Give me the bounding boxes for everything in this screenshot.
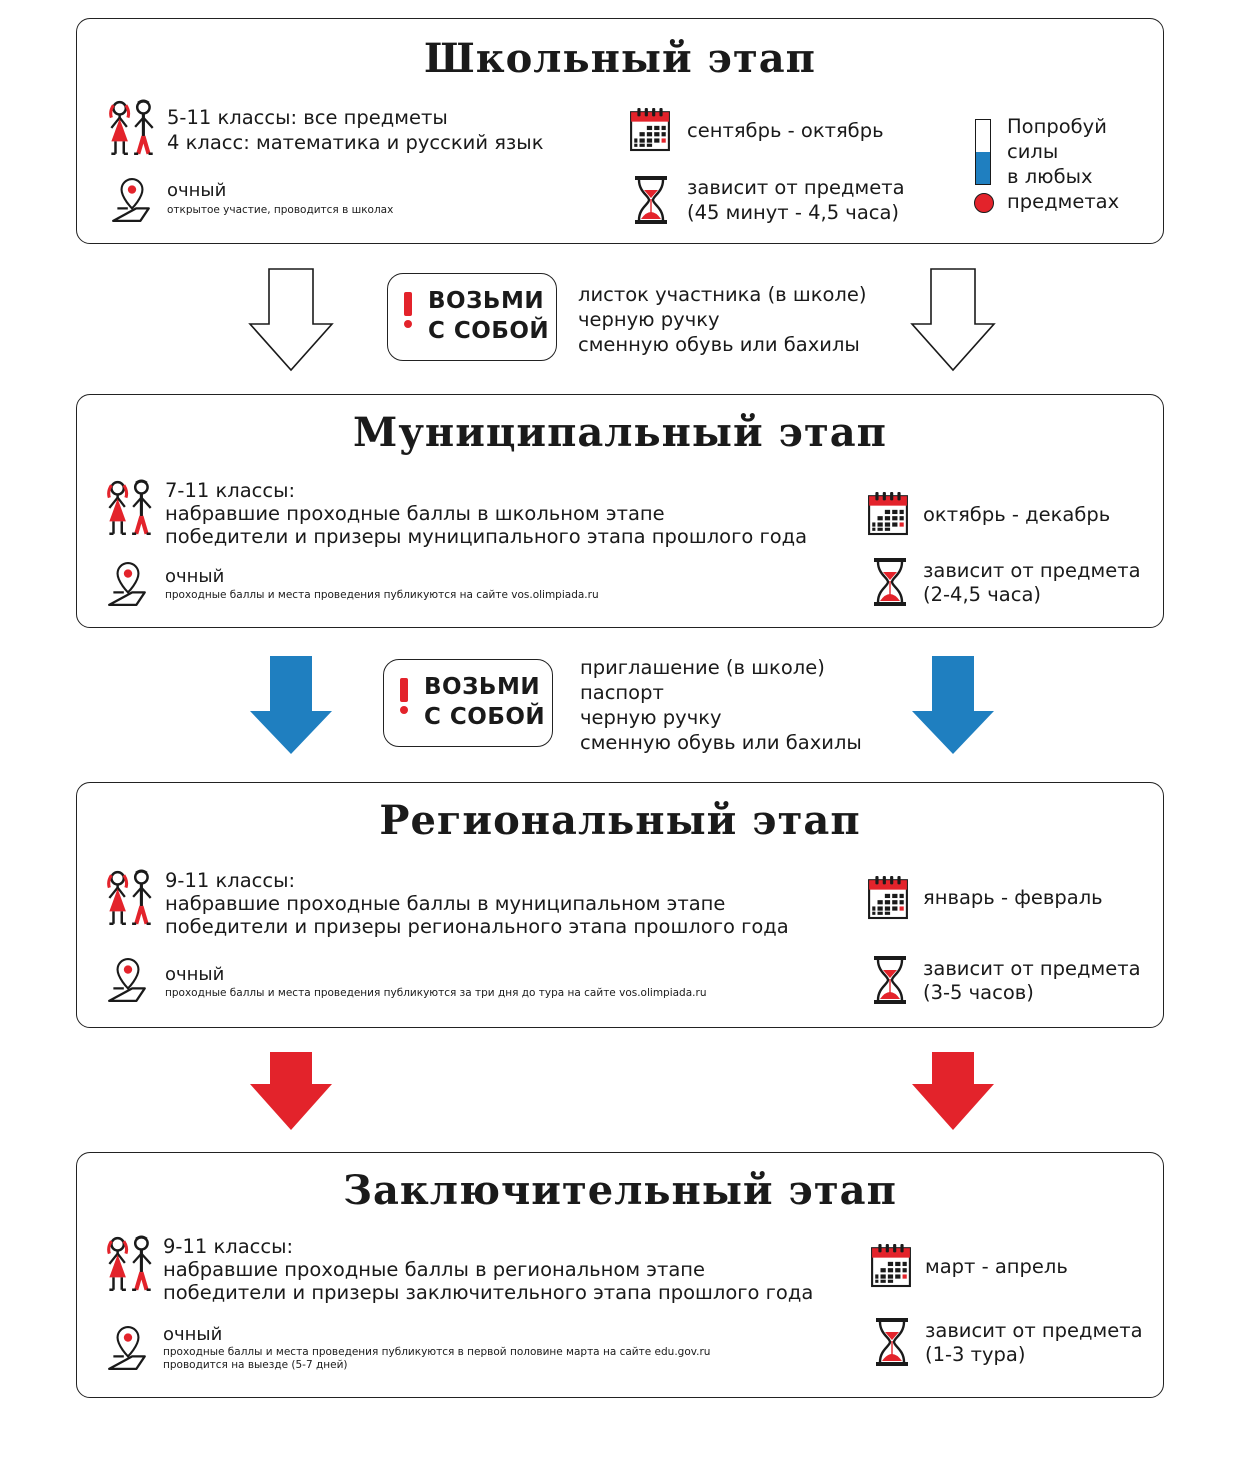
format-label: очный [165,566,225,587]
calendar-icon [867,873,909,921]
participants-line: победители и призеры регионального этапа… [165,915,789,938]
kids-icon [103,479,155,541]
location-pin-icon [107,1325,149,1371]
bring-item: листок участника (в школе) [578,283,867,306]
duration-line: (2-4,5 часа) [923,583,1042,606]
bring-item: паспорт [580,681,664,704]
tip-line: в любых [1007,165,1093,188]
bring-item: сменную обувь или бахилы [578,333,860,356]
format-label: очный [163,1324,223,1345]
dates-label: сентябрь - октябрь [687,119,884,142]
level-indicator-icon [975,119,991,185]
bring-item: черную ручку [578,308,720,331]
hourglass-icon [633,175,669,225]
format-label: очный [167,180,227,201]
participants-line: победители и призеры заключительного эта… [163,1281,814,1304]
stage-municipal: Муниципальный этап 7-11 классы: набравши… [76,394,1164,628]
arrow-down-icon [248,268,334,372]
bring-item: черную ручку [580,706,722,729]
take-with-you-badge: ВОЗЬМИ С СОБОЙ [387,273,557,361]
arrow-down-icon [910,268,996,372]
arrow-down-icon [250,656,332,754]
participants-line: набравшие проходные баллы в муниципально… [165,892,726,915]
badge-line: С СОБОЙ [428,318,550,344]
duration-line: зависит от предмета [925,1319,1143,1342]
calendar-icon [870,1241,912,1289]
participants-line: 7-11 классы: [165,479,296,502]
kids-icon [105,99,157,161]
hourglass-icon [872,955,908,1005]
hourglass-icon [872,557,908,607]
tip-line: Попробуй [1007,115,1107,138]
dates-label: январь - февраль [923,886,1103,909]
red-dot-icon [974,193,994,213]
participants-line: 4 класс: математика и русский язык [167,131,544,154]
participants-line: 5-11 классы: все предметы [167,106,448,129]
duration-line: (45 минут - 4,5 часа) [687,201,900,224]
stage-school: Школьный этап 5-11 классы: все предметы … [76,18,1164,244]
dates-label: октябрь - декабрь [923,503,1111,526]
duration-line: (3-5 часов) [923,981,1034,1004]
exclamation-icon [404,292,412,328]
location-pin-icon [107,561,149,607]
kids-icon [103,1235,155,1297]
duration-line: зависит от предмета [923,559,1141,582]
calendar-icon [867,489,909,537]
hourglass-icon [874,1317,910,1367]
participants-line: 9-11 классы: [165,869,296,892]
stage-final: Заключительный этап 9-11 классы: набравш… [76,1152,1164,1398]
duration-line: зависит от предмета [687,176,905,199]
dates-label: март - апрель [925,1255,1068,1278]
participants-line: победители и призеры муниципального этап… [165,525,808,548]
participants-line: 9-11 классы: [163,1235,294,1258]
bring-item: сменную обувь или бахилы [580,731,862,754]
badge-line: ВОЗЬМИ [424,674,541,700]
format-note: проходные баллы и места проведения публи… [165,987,707,999]
kids-icon [103,869,155,931]
participants-line: набравшие проходные баллы в школьном эта… [165,502,665,525]
duration-line: (1-3 тура) [925,1343,1026,1366]
format-note: проводится на выезде (5-7 дней) [163,1359,348,1371]
stage-title: Муниципальный этап [353,409,887,456]
participants-line: набравшие проходные баллы в региональном… [163,1258,706,1281]
location-pin-icon [107,957,149,1003]
badge-line: ВОЗЬМИ [428,288,545,314]
arrow-down-icon [912,1052,994,1130]
format-note: проходные баллы и места проведения публи… [165,589,599,601]
format-note: проходные баллы и места проведения публи… [163,1346,711,1358]
tip-line: силы [1007,140,1059,163]
duration-line: зависит от предмета [923,957,1141,980]
stage-title: Школьный этап [424,35,816,82]
badge-line: С СОБОЙ [424,704,546,730]
bring-item: приглашение (в школе) [580,656,825,679]
stage-title: Региональный этап [379,797,861,844]
location-pin-icon [111,177,153,223]
format-note: открытое участие, проводится в школах [167,204,394,216]
arrow-down-icon [250,1052,332,1130]
exclamation-icon [400,678,408,714]
arrow-down-icon [912,656,994,754]
tip-line: предметах [1007,190,1120,213]
take-with-you-badge: ВОЗЬМИ С СОБОЙ [383,659,553,747]
calendar-icon [629,105,671,153]
stage-title: Заключительный этап [343,1167,897,1214]
format-label: очный [165,964,225,985]
stage-regional: Региональный этап 9-11 классы: набравшие… [76,782,1164,1028]
